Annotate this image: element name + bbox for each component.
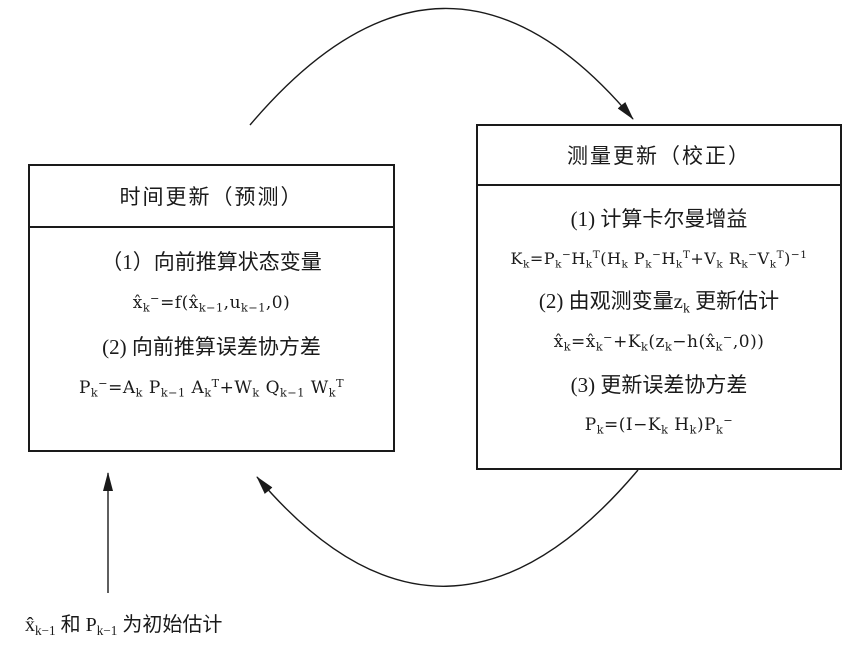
measurement-update-step-1-formula: Kk=Pk−HkT(Hk Pk−HkT+Vk Rk−VkT)−1 [510,249,808,271]
time-update-title: 时间更新（预测） [30,166,393,228]
time-update-body: （1）向前推算状态变量 x̂k−=f(x̂k−1,uk−1,0) (2) 向前推… [30,228,393,450]
time-update-box: 时间更新（预测） （1）向前推算状态变量 x̂k−=f(x̂k−1,uk−1,0… [28,164,395,452]
measurement-update-box: 测量更新（校正） (1) 计算卡尔曼增益 Kk=Pk−HkT(Hk Pk−HkT… [476,124,842,470]
measurement-update-step-3-formula: Pk=(I−Kk Hk)Pk− [584,414,734,437]
time-update-step-1-formula: x̂k−=f(x̂k−1,uk−1,0) [132,292,291,315]
measurement-update-step-2-label: (2) 由观测变量zk 更新估计 [538,289,780,316]
time-update-step-2-formula: Pk−=Ak Pk−1 AkT+Wk Qk−1 WkT [78,377,345,400]
measurement-update-body: (1) 计算卡尔曼增益 Kk=Pk−HkT(Hk Pk−HkT+Vk Rk−Vk… [478,186,840,468]
time-update-step-1-label: （1）向前推算状态变量 [101,249,322,274]
measurement-update-step-3-label: (3) 更新误差协方差 [570,372,748,397]
measurement-update-title: 测量更新（校正） [478,126,840,186]
measurement-update-step-2-formula: x̂k=x̂k−+Kk(zk−h(x̂k−,0)) [553,330,765,354]
arrow-time-update-to-measurement-update [249,7,634,126]
initial-estimate-note: x̂k−1 和 Pk−1 为初始估计 [25,614,223,639]
measurement-update-step-1-label: (1) 计算卡尔曼增益 [570,206,748,231]
arrow-measurement-update-to-time-update [256,469,639,587]
time-update-step-2-label: (2) 向前推算误差协方差 [102,334,321,359]
